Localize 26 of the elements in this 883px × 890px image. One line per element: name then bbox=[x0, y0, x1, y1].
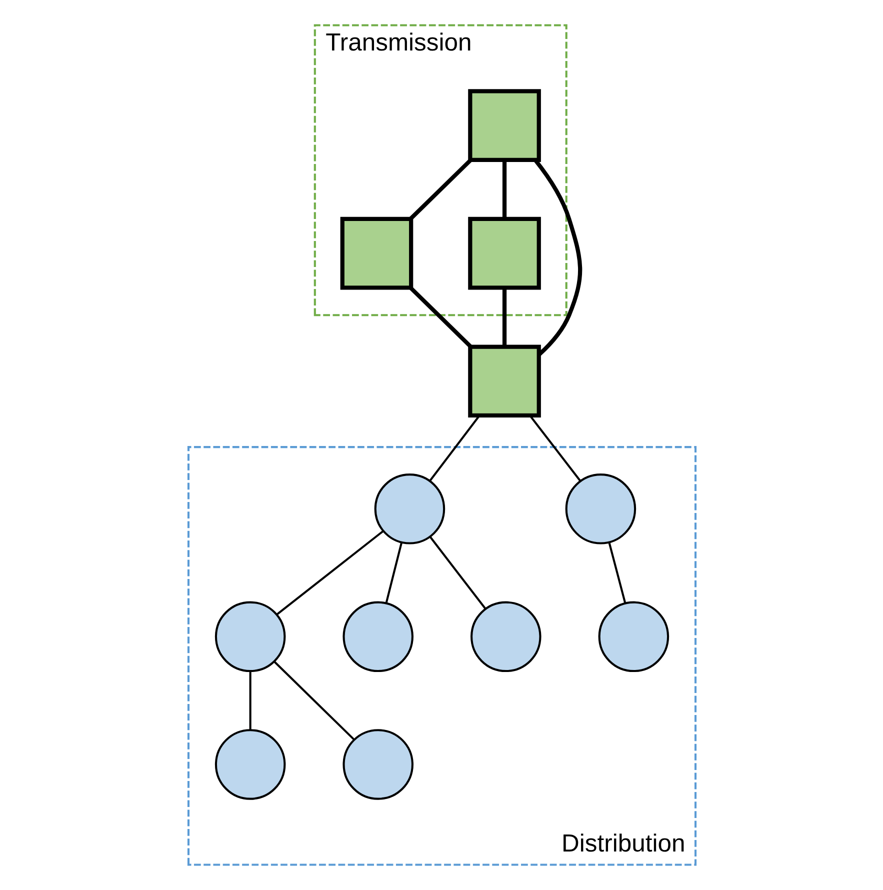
node-circle bbox=[374, 474, 445, 544]
node-circle bbox=[470, 601, 541, 672]
node-circle bbox=[342, 729, 413, 800]
node-box bbox=[468, 344, 540, 418]
connector bbox=[276, 530, 384, 616]
connector bbox=[248, 672, 251, 730]
connector bbox=[608, 542, 626, 604]
node-circle bbox=[214, 729, 286, 800]
node-box bbox=[468, 89, 540, 162]
connector bbox=[428, 415, 480, 482]
connector bbox=[502, 160, 506, 219]
node-circle bbox=[342, 601, 413, 672]
connector bbox=[273, 660, 354, 740]
connector bbox=[528, 415, 581, 482]
connector bbox=[409, 286, 472, 348]
connector bbox=[502, 288, 506, 347]
connector bbox=[384, 542, 402, 604]
cluster: Transmission bbox=[313, 24, 567, 316]
node-box bbox=[468, 216, 540, 290]
node-circle bbox=[564, 474, 636, 544]
node-circle bbox=[214, 601, 286, 672]
node-box bbox=[340, 216, 413, 290]
connector bbox=[408, 158, 472, 220]
connector bbox=[428, 536, 486, 610]
node-circle bbox=[598, 601, 669, 672]
cluster: Distribution bbox=[186, 446, 696, 866]
